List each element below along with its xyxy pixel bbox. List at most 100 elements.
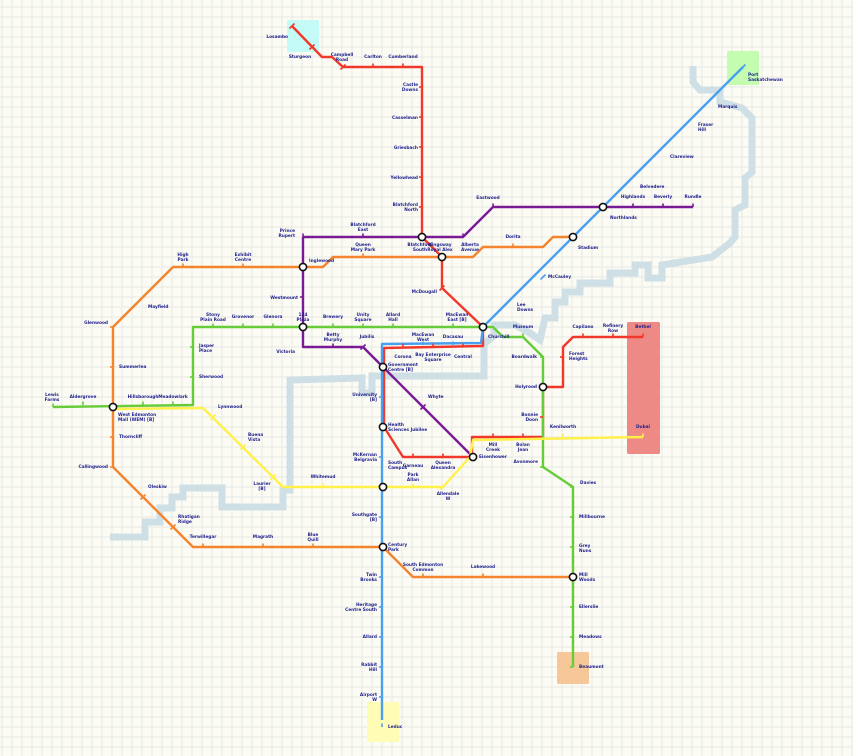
station[interactable]: Hillsborough [128,394,159,405]
station[interactable]: Lakewood [471,564,495,577]
station[interactable]: Magrath [253,534,273,547]
station[interactable]: Griesbach [394,145,422,151]
station[interactable]: Lynnwood [209,404,243,421]
station[interactable]: Whitemud [311,474,336,487]
station[interactable]: Beaumont [570,664,604,670]
station[interactable]: Brewery [323,314,343,327]
station[interactable]: Holyrood [515,382,548,392]
station[interactable]: Museum [513,324,534,337]
station[interactable]: Dorita [505,234,521,247]
station[interactable]: Eisenhower [468,452,508,462]
station[interactable]: Grovenor [232,314,255,327]
station[interactable]: Laurier[B] [253,473,277,493]
station[interactable]: Oleskiw [139,484,167,501]
station[interactable]: Thorncliff [110,434,143,440]
station[interactable]: McDougall [412,284,446,296]
station[interactable]: Marquis [709,93,738,111]
station[interactable]: Meadows [570,634,602,640]
station[interactable]: Beverly [654,194,672,207]
station[interactable]: Losambo [266,22,296,41]
station[interactable]: Clareview [659,143,694,161]
station[interactable]: Boardwalk [511,354,543,360]
station[interactable]: Meadowlark [158,394,188,405]
station[interactable]: Victoria [276,343,304,356]
station[interactable]: Callingwood [78,464,113,470]
station[interactable]: Davies [570,480,597,488]
station[interactable]: Dubai [636,424,651,437]
station[interactable]: McCauley [539,273,572,281]
station[interactable]: University[B] [352,392,382,403]
station[interactable]: Carlton [364,54,382,67]
station[interactable]: Rundle [685,194,702,207]
station[interactable]: Avonmore [514,459,543,468]
station[interactable]: Central [454,343,472,361]
station[interactable]: Garneau [403,453,423,470]
station[interactable]: Westmount [270,295,303,301]
station[interactable]: Yellowhead [390,175,422,181]
station[interactable]: Millbourne [570,514,605,520]
station[interactable]: Sturgeon [289,43,316,61]
station[interactable]: Inglewood [298,258,334,272]
station[interactable]: Cumberland [388,54,418,67]
station[interactable]: Glenora [264,314,283,327]
station[interactable]: Aldergrove [70,394,97,405]
station[interactable]: Mayfield [139,293,169,311]
station[interactable]: Terwillegar [190,534,218,547]
station[interactable]: Capilano [573,324,594,337]
station[interactable]: Summerlea [110,364,147,370]
station[interactable]: Belvedere [629,173,665,191]
station[interactable]: Northlands [598,202,637,221]
station[interactable]: Kenilworth [550,424,576,437]
station[interactable]: Dacasau [443,334,463,345]
station[interactable]: Churchill [478,322,510,340]
station[interactable]: Highlands [621,194,646,207]
station[interactable]: Casselman [392,115,422,121]
station[interactable]: Allard [363,634,382,640]
station[interactable]: Bethel [635,324,651,337]
